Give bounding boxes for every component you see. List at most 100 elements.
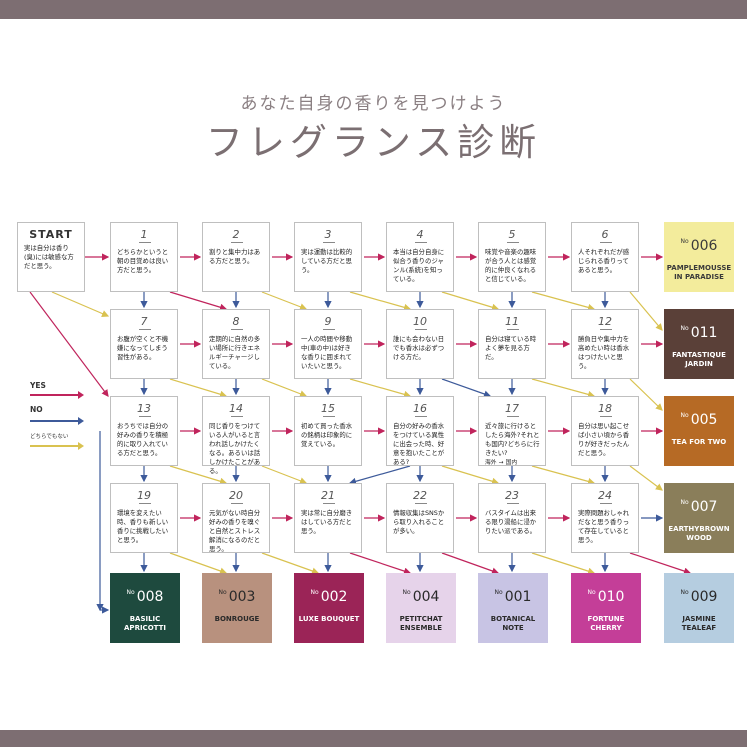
question-number: 9 — [295, 315, 361, 330]
question-number: 10 — [387, 315, 453, 330]
flow-arrow — [169, 465, 228, 485]
flow-arrow — [629, 378, 663, 411]
legend-no-arrow — [30, 417, 84, 425]
flow-arrow — [169, 552, 228, 575]
flow-arrow — [441, 378, 492, 398]
question-number: 19 — [111, 489, 177, 504]
question-number: 8 — [203, 315, 269, 330]
result-name: BONROUGE — [214, 615, 260, 623]
flow-arrow — [531, 552, 596, 575]
question-7: 7 お腹が空くと不機嫌になってしまう習性がある。 — [110, 309, 178, 379]
bottom-border-bar — [0, 730, 747, 747]
flow-arrow — [349, 552, 412, 575]
question-20: 20 元気がない時自分好みの香りを嗅ぐと自然とストレス解消になるのだと思う。 — [202, 483, 270, 553]
option-domestic: 国内 — [505, 460, 518, 466]
flow-arrow — [261, 291, 308, 311]
question-number: 4 — [387, 228, 453, 243]
question-text: 誰にも会わない日でも香水は必ずつける方だ。 — [393, 335, 445, 361]
question-number: 3 — [295, 228, 361, 243]
question-text: 勝負日や集中力を高めたい時は香水はつけたいと思う。 — [578, 335, 630, 370]
question-text: 実は常に自分磨きはしている方だと思う。 — [301, 509, 353, 535]
flow-arrow — [629, 291, 663, 331]
result-name: LUXE BOUQUET — [298, 615, 360, 623]
flow-arrow — [441, 465, 500, 485]
legend-no-label: NO — [30, 405, 43, 414]
question-text: 人それぞれだが感じられる香りってあると思う。 — [578, 248, 630, 274]
question-number: 24 — [572, 489, 638, 504]
question-number: 11 — [479, 315, 545, 330]
flow-arrow — [629, 552, 692, 575]
question-number: 13 — [111, 402, 177, 417]
question-text: バスタイムは出来る限り湯船に浸かりたい派である。 — [485, 509, 537, 535]
question-number: 1 — [111, 228, 177, 243]
top-border-bar — [0, 0, 747, 19]
question-text: 情報収集はSNSから取り入れることが多い。 — [393, 509, 445, 535]
question-number: START — [29, 228, 73, 241]
flow-arrow — [349, 291, 412, 311]
question-text-body: 近々旅に行けるとしたら海外?それとも国内?どちらに行きたい? — [485, 422, 540, 457]
flow-arrow — [629, 465, 663, 491]
question-number: 18 — [572, 402, 638, 417]
question-text: 実は自分は香り(臭)には敏感な方だと思う。 — [24, 244, 74, 270]
result-name: TEA FOR TWO — [671, 438, 727, 446]
question-8: 8 定期的に自然の多い場所に行きエネルギーチャージしている。 — [202, 309, 270, 379]
option-overseas: 海外 — [485, 460, 497, 466]
question-13: 13 おうちでは自分の好みの香りを積極的に取り入れている方だと思う。 — [110, 396, 178, 466]
question-10: 10 誰にも会わない日でも香水は必ずつける方だ。 — [386, 309, 454, 379]
question-18: 18 自分は思い起こせば小さい頃から香りが好きだったんだと思う。 — [571, 396, 639, 466]
flow-arrow — [531, 465, 596, 485]
question-12: 12 勝負日や集中力を高めたい時は香水はつけたいと思う。 — [571, 309, 639, 379]
question-5: 5 味覚や音楽の趣味が合う人とは感覚的に仲良くなれると信じている。 — [478, 222, 546, 292]
question-text: 自分の好みの香水をつけている異性に出会った時、好意を抱いたことがある? — [393, 422, 445, 466]
question-22: 22 情報収集はSNSから取り入れることが多い。 — [386, 483, 454, 553]
question-21: 21 実は常に自分磨きはしている方だと思う。 — [294, 483, 362, 553]
question-text: 環境を変えたい時、香りも新しい香りに挑戦したいと思う。 — [117, 509, 169, 544]
question-text: 同じ香りをつけている人がいると言われ話しかけたくなる。あるいは話しかけたことがあ… — [209, 422, 261, 475]
question-text: 一人の時間や移動中(車の中)は好きな香りに囲まれていたいと思う。 — [301, 335, 353, 370]
question-text: 自分は寝ている時よく夢を見る方だ。 — [485, 335, 537, 361]
question-text: 自分は思い起こせば小さい頃から香りが好きだったんだと思う。 — [578, 422, 630, 457]
question-number: 12 — [572, 315, 638, 330]
question-number: 16 — [387, 402, 453, 417]
question-text: 割りと集中力はある方だと思う。 — [209, 248, 261, 265]
question-11: 11 自分は寝ている時よく夢を見る方だ。 — [478, 309, 546, 379]
question-number: 2 — [203, 228, 269, 243]
question-4: 4 本当は自分自身に似合う香りのジャンル(系統)を知っている。 — [386, 222, 454, 292]
page-title: フレグランス診断 — [205, 121, 542, 164]
question-23: 23 バスタイムは出来る限り湯船に浸かりたい派である。 — [478, 483, 546, 553]
question-text: 本当は自分自身に似合う香りのジャンル(系統)を知っている。 — [393, 248, 445, 283]
question-text: 定期的に自然の多い場所に行きエネルギーチャージしている。 — [209, 335, 261, 370]
question-text: 元気がない時自分好みの香りを嗅ぐと自然とストレス解消になるのだと思う。 — [209, 509, 261, 553]
legend-either-label: どちらでもない — [30, 434, 69, 440]
question-number: 7 — [111, 315, 177, 330]
question-14: 14 同じ香りをつけている人がいると言われ話しかけたくなる。あるいは話しかけたこ… — [202, 396, 270, 475]
question-19: 19 環境を変えたい時、香りも新しい香りに挑戦したいと思う。 — [110, 483, 178, 553]
flow-arrow — [441, 552, 500, 575]
question-text: 味覚や音楽の趣味が合う人とは感覚的に仲良くなれると信じている。 — [485, 248, 537, 283]
question-number: 17 — [479, 402, 545, 417]
